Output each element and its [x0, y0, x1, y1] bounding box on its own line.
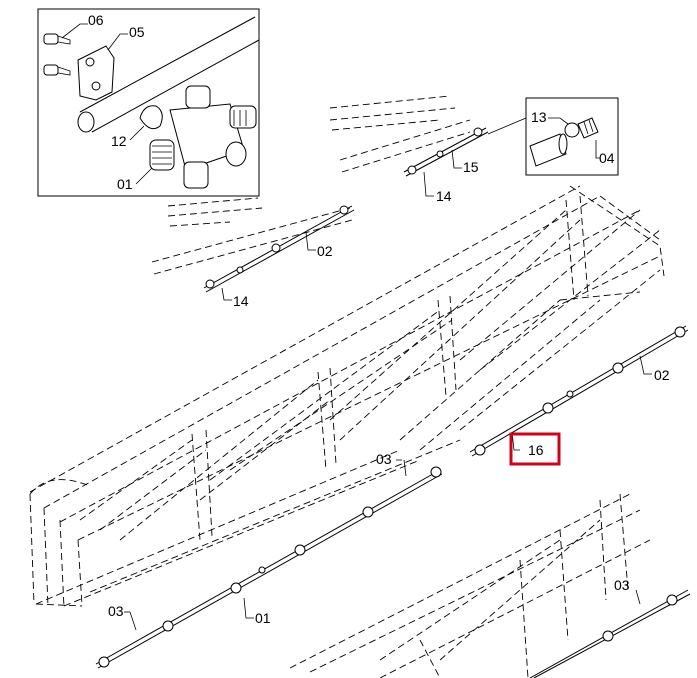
label-01: 01 — [117, 176, 133, 192]
clip-icon — [139, 105, 163, 130]
label-06: 06 — [88, 12, 104, 28]
label-12: 12 — [111, 133, 127, 149]
tube-icon — [529, 133, 567, 167]
label-16-highlighted: 16 — [528, 442, 544, 458]
highlight-box-16 — [509, 432, 561, 466]
nozzle-pipe-16 — [469, 325, 689, 457]
nozzle-pipe-top-14 — [403, 127, 489, 197]
label-04: 04 — [599, 150, 615, 166]
label-03-right: 03 — [614, 577, 630, 593]
label-14-top: 14 — [436, 188, 452, 204]
detail-inset-coupling: 06 05 12 01 — [37, 8, 260, 197]
label-03-upper: 03 — [376, 451, 392, 467]
label-02-left: 02 — [317, 243, 333, 259]
detail-inset-nozzle-cap: 13 04 — [487, 97, 619, 176]
cross-coupling-icon — [149, 85, 257, 189]
label-14-left: 14 — [233, 293, 249, 309]
bolt-icon — [43, 33, 71, 76]
washer-icon — [564, 122, 580, 138]
label-15: 15 — [463, 159, 479, 175]
cap-icon — [577, 117, 599, 139]
label-05: 05 — [129, 24, 145, 40]
label-02-right: 02 — [654, 367, 670, 383]
label-01-main: 01 — [255, 610, 271, 626]
nozzle-pipe-03-01 — [95, 459, 443, 669]
label-03-left: 03 — [108, 603, 124, 619]
nozzle-pipe-lower-03 — [529, 589, 691, 678]
nozzle-pipe-left-14 — [203, 205, 355, 301]
boom-frame — [29, 95, 665, 678]
label-13: 13 — [531, 109, 547, 125]
